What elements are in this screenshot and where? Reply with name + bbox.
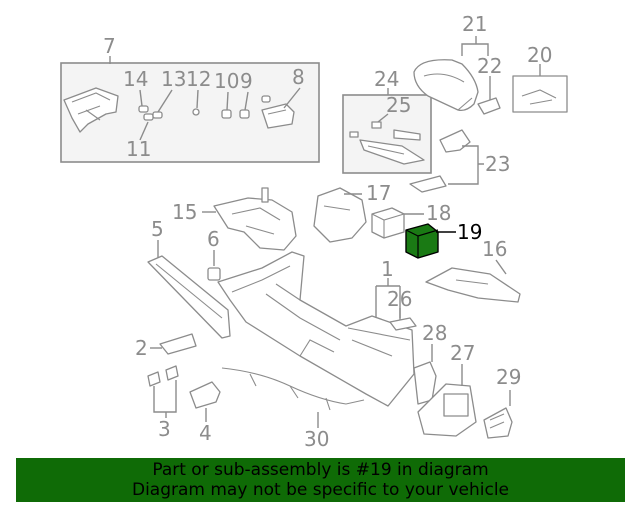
leader-9 <box>244 91 249 111</box>
callout-28: 28 <box>422 321 447 345</box>
part-7-shifter-bezel <box>63 87 119 133</box>
callout-10: 10 <box>214 69 239 93</box>
leader-1 <box>375 278 401 318</box>
callout-18: 18 <box>426 201 451 225</box>
part-27-rear-panel <box>417 383 477 437</box>
part-22-latch <box>477 97 501 115</box>
footer-banner: Part or sub-assembly is #19 in diagram D… <box>16 458 625 502</box>
part-12-screw <box>192 108 200 116</box>
part-15-shifter-bracket <box>213 187 297 251</box>
callout-2: 2 <box>135 336 148 360</box>
callout-13: 13 <box>161 67 186 91</box>
part-10-nut <box>221 109 232 119</box>
part-4-bracket <box>189 381 221 409</box>
leader-12 <box>196 89 199 109</box>
callout-29: 29 <box>496 365 521 389</box>
part-17-trim <box>313 187 367 243</box>
part-1-console-body <box>217 251 415 407</box>
leader-13 <box>157 89 173 113</box>
callout-12: 12 <box>186 67 211 91</box>
callout-30: 30 <box>304 427 329 451</box>
part-28-trim <box>413 361 437 405</box>
callout-24: 24 <box>374 67 399 91</box>
callout-26: 26 <box>387 287 412 311</box>
callout-1: 1 <box>381 257 394 281</box>
leader-14 <box>139 89 143 107</box>
part-24-lid-hinge <box>349 129 425 165</box>
leader-lines <box>109 36 541 428</box>
callout-numbers: 7 14 13 12 10 9 8 11 21 22 20 24 25 23 1… <box>103 12 552 451</box>
callout-11: 11 <box>126 137 151 161</box>
callout-19: 19 <box>457 220 482 244</box>
callout-21: 21 <box>462 12 487 36</box>
part-18-storage-box <box>371 207 405 239</box>
part-13-clip <box>152 111 163 119</box>
leader-3 <box>153 380 177 418</box>
callout-3: 3 <box>158 417 171 441</box>
parts-diagram: 7 14 13 12 10 9 8 11 21 22 20 24 25 23 1… <box>60 12 568 451</box>
callout-17: 17 <box>366 181 391 205</box>
part-19-cup-holder-insert <box>405 223 439 259</box>
callout-27: 27 <box>450 341 475 365</box>
part-9-nut <box>239 109 250 119</box>
callout-9: 9 <box>240 69 253 93</box>
part-8-switch-panel <box>261 95 295 129</box>
footer-line-1: Part or sub-assembly is #19 in diagram <box>152 460 489 480</box>
callout-25: 25 <box>386 93 411 117</box>
callout-8: 8 <box>292 65 305 89</box>
leader-25 <box>377 113 389 123</box>
part-23-bracket-upper <box>439 129 471 153</box>
footer-line-2: Diagram may not be specific to your vehi… <box>131 480 509 500</box>
callout-7: 7 <box>103 34 116 58</box>
part-30-wiring-harness <box>221 367 365 411</box>
leader-10 <box>226 91 229 111</box>
leader-21 <box>461 36 489 56</box>
callout-14: 14 <box>123 67 148 91</box>
callout-5: 5 <box>151 217 164 241</box>
leader-16 <box>495 259 507 275</box>
leader-8 <box>283 87 301 109</box>
part-21-armrest-lid <box>413 59 479 112</box>
leader-11 <box>139 121 149 141</box>
part-5-side-panel <box>147 255 231 339</box>
callout-6: 6 <box>207 227 220 251</box>
part-2-bracket <box>159 333 197 355</box>
part-6-clip <box>207 267 221 281</box>
part-14-clip <box>138 105 154 121</box>
part-25-clip <box>371 121 382 129</box>
part-20-bracket <box>512 75 568 113</box>
callout-23: 23 <box>485 152 510 176</box>
part-3-clips <box>147 365 179 387</box>
leader-23 <box>448 145 484 185</box>
part-29-rear-vent <box>483 407 513 439</box>
part-23-bracket-lower <box>409 175 447 193</box>
callout-4: 4 <box>199 421 212 445</box>
callout-16: 16 <box>482 237 507 261</box>
callout-22: 22 <box>477 54 502 78</box>
callout-15: 15 <box>172 200 197 224</box>
footer-banner-bg <box>16 458 625 502</box>
callout-20: 20 <box>527 43 552 67</box>
part-16-side-trim <box>425 267 521 303</box>
part-26-switch <box>389 317 417 331</box>
